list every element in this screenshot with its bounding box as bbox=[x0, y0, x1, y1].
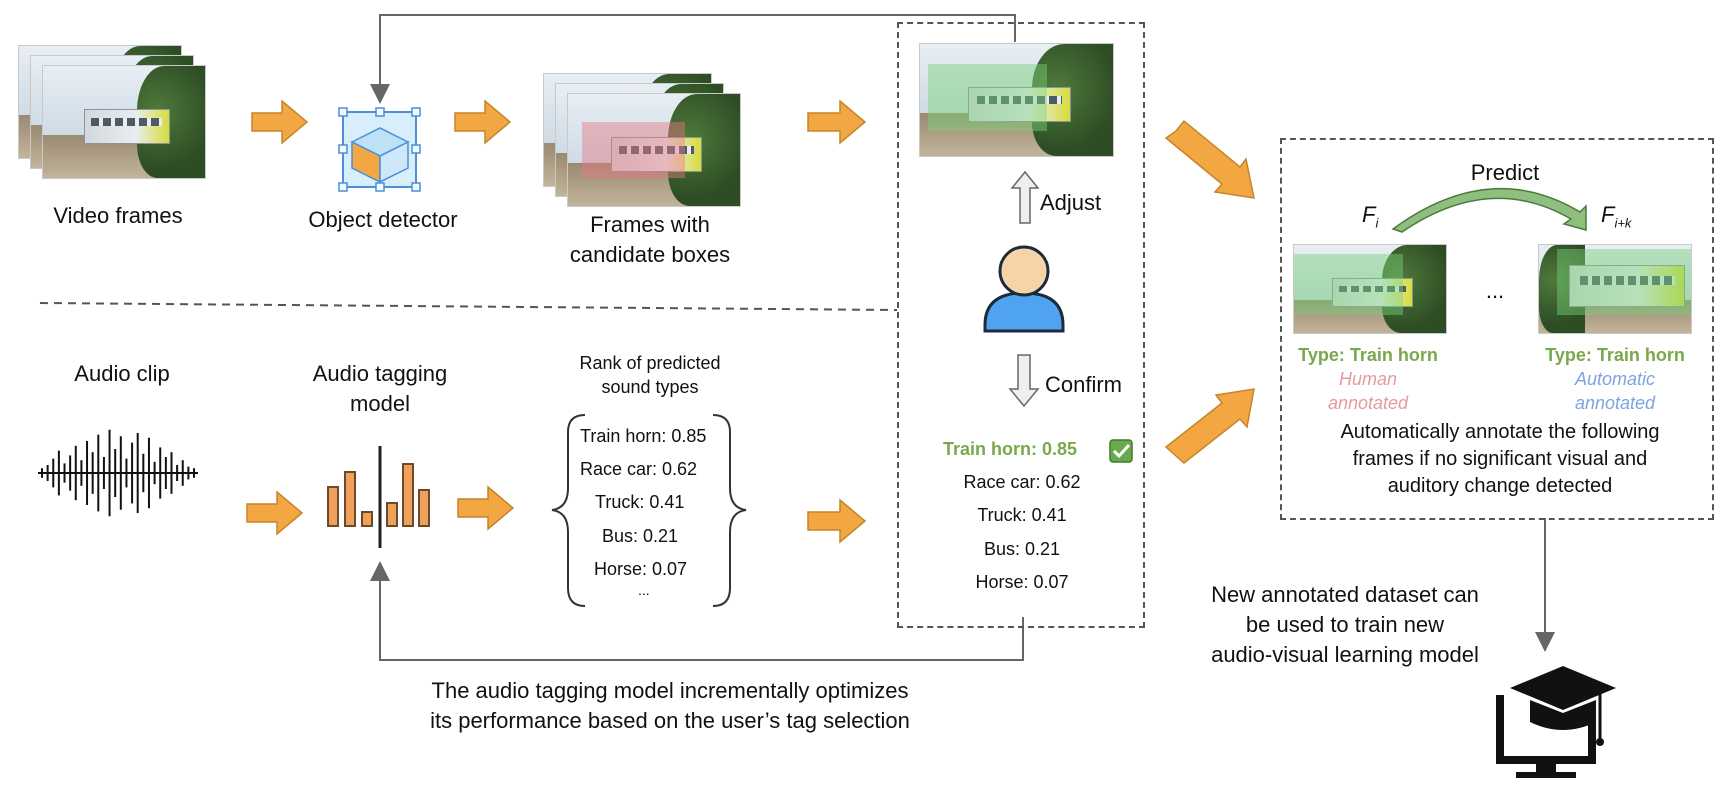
rank-brace-left bbox=[551, 414, 586, 607]
separator-line bbox=[39, 302, 898, 311]
right-status-line1: Automatic bbox=[1574, 369, 1656, 389]
arrow-rank-to-confirm bbox=[807, 498, 867, 544]
candidate-boxes-label-line2: candidate boxes bbox=[569, 242, 731, 267]
checkbox-icon bbox=[1109, 439, 1133, 463]
arrow-adjust-to-panel bbox=[1164, 119, 1255, 199]
audio-tagging-label-line2: model bbox=[350, 391, 410, 416]
video-frames-label: Video frames bbox=[53, 203, 183, 228]
panel-frame-fik bbox=[1538, 244, 1692, 334]
confirmed-item-selected[interactable]: Train horn: 0.85 bbox=[942, 439, 1078, 459]
adjust-label: Adjust bbox=[1040, 190, 1102, 215]
panel-desc-line2: frames if no significant visual and bbox=[1352, 448, 1648, 470]
confirmed-item[interactable]: Horse: 0.07 bbox=[975, 572, 1069, 592]
confirmed-item[interactable]: Race car: 0.62 bbox=[963, 472, 1081, 492]
arrow-detector-to-boxes bbox=[454, 99, 512, 145]
right-status-line2: annotated bbox=[1574, 393, 1656, 413]
adjust-up-arrow bbox=[1010, 170, 1040, 224]
rank-item: Race car: 0.62 bbox=[580, 459, 698, 479]
waveform-icon bbox=[38, 429, 198, 517]
object-detector-label: Object detector bbox=[308, 207, 458, 232]
right-type-label: Type: Train horn bbox=[1545, 345, 1685, 365]
object-detector-cube-icon bbox=[338, 107, 421, 192]
fi-label: Fi bbox=[1362, 202, 1379, 231]
arrow-model-to-rank bbox=[457, 485, 515, 531]
arrow-confirm-to-panel bbox=[1164, 388, 1255, 464]
confirm-label: Confirm bbox=[1045, 372, 1123, 397]
audio-clip-label: Audio clip bbox=[74, 361, 170, 386]
candidate-boxes-label-line1: Frames with bbox=[590, 212, 710, 237]
rank-item: Horse: 0.07 bbox=[594, 559, 688, 579]
arrow-frames-to-detector bbox=[251, 99, 309, 145]
feedback-line-bottom bbox=[370, 561, 1024, 661]
annotation-panel bbox=[1280, 138, 1714, 520]
rank-title-line2: sound types bbox=[601, 377, 699, 397]
bar-chart-icon bbox=[327, 446, 430, 548]
user-icon bbox=[983, 245, 1065, 333]
feedback-text-line1: The audio tagging model incrementally op… bbox=[431, 678, 909, 703]
panel-desc-line3: auditory change detected bbox=[1387, 475, 1613, 497]
rank-item: ... bbox=[638, 582, 650, 598]
left-type-label: Type: Train horn bbox=[1298, 345, 1438, 365]
video-frame-front bbox=[42, 65, 206, 179]
computer-graduation-cap-icon bbox=[1496, 666, 1616, 778]
fik-label: Fi+k bbox=[1601, 202, 1632, 231]
user-interaction-box bbox=[897, 22, 1145, 628]
dataset-text-line2: be used to train new bbox=[1245, 612, 1445, 637]
rank-item: Bus: 0.21 bbox=[602, 526, 679, 546]
candidate-frame-front bbox=[567, 93, 741, 207]
rank-item: Train horn: 0.85 bbox=[580, 426, 707, 446]
orange-arrows bbox=[246, 99, 1255, 544]
adjusted-frame bbox=[919, 43, 1114, 157]
feedback-line-top bbox=[370, 14, 1016, 104]
left-status-line2: annotated bbox=[1327, 393, 1409, 413]
arrow-boxes-to-adjust bbox=[807, 99, 867, 145]
audio-tagging-label-line1: Audio tagging bbox=[312, 361, 448, 386]
predict-label: Predict bbox=[1470, 160, 1540, 185]
arrow-audio-to-model bbox=[246, 490, 304, 536]
rank-item: Truck: 0.41 bbox=[595, 492, 685, 512]
dataset-text-line3: audio-visual learning model bbox=[1211, 642, 1479, 667]
panel-desc-line1: Automatically annotate the following bbox=[1340, 421, 1660, 443]
rank-title-line1: Rank of predicted bbox=[579, 353, 721, 373]
predict-arrow bbox=[1391, 188, 1587, 233]
confirmed-item[interactable]: Truck: 0.41 bbox=[977, 505, 1067, 525]
dataset-text-line1: New annotated dataset can bbox=[1211, 582, 1479, 607]
ellipsis: ... bbox=[1485, 278, 1505, 303]
confirm-down-arrow bbox=[1008, 354, 1040, 408]
rank-brace-right bbox=[712, 414, 747, 607]
panel-frame-fi bbox=[1293, 244, 1447, 334]
waveform-icon-bars bbox=[38, 428, 198, 518]
left-status-line1: Human bbox=[1338, 369, 1398, 389]
confirmed-item[interactable]: Bus: 0.21 bbox=[983, 539, 1061, 559]
feedback-text-line2: its performance based on the user’s tag … bbox=[430, 708, 910, 733]
